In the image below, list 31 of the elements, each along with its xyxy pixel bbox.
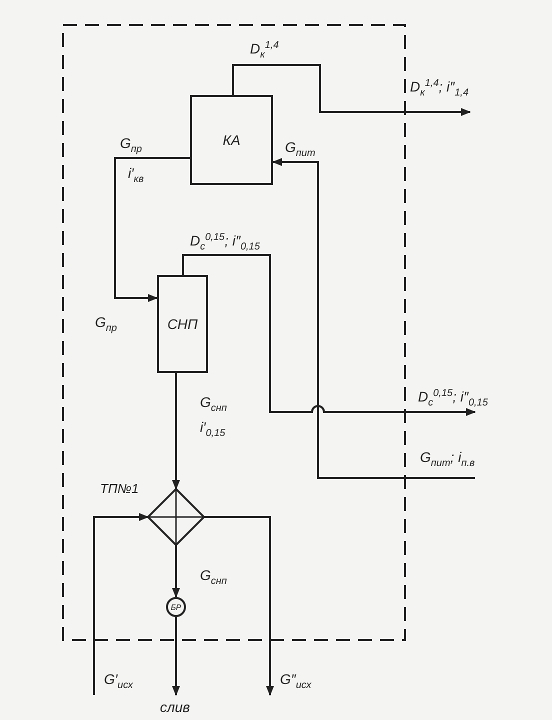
- process-box: [157, 275, 208, 373]
- edge-label: D$_{к}$$^{1,4}$; i″$_{1,4}$: [410, 78, 469, 98]
- node-label: КА: [222, 132, 240, 148]
- tank-circle: [166, 597, 186, 617]
- node-label: БР: [170, 602, 182, 612]
- flow-arrow: [182, 254, 476, 416]
- flow-arrow: [114, 157, 190, 302]
- edge-label: D$_{с}$$^{0,15}$; i″$_{0,15}$: [418, 388, 488, 408]
- flow-label: i′$_{кв}$: [128, 166, 144, 185]
- flow-arrow: [93, 513, 149, 695]
- flow-arrow: [204, 516, 274, 696]
- edge-label: G″$_{исх}$: [280, 672, 312, 691]
- edge-label: G$_{снп}$: [200, 395, 227, 414]
- edge-label: G′$_{исх}$: [104, 672, 133, 691]
- edge-label: G$_{пр}$: [120, 136, 142, 155]
- flow-arrow: [272, 158, 475, 479]
- flow-arrow: [172, 617, 180, 696]
- flow-label: G$_{пит}$: [285, 140, 316, 159]
- flow-label: i′$_{0,15}$: [200, 420, 226, 439]
- heat-exchanger-diamond: [100, 482, 204, 545]
- process-box: [190, 95, 273, 185]
- flow-arrow: [172, 373, 180, 490]
- flow-arrow: [172, 545, 180, 598]
- node-label: ТП№1: [100, 482, 139, 496]
- edge-label: G$_{снп}$: [200, 568, 227, 587]
- flow-label: D$_{с}$$^{0,15}$; i″$_{0,15}$: [190, 232, 260, 252]
- flow-label: G$_{пр}$: [95, 315, 117, 334]
- flow-arrow: [232, 64, 471, 116]
- node-label: СНП: [167, 316, 198, 332]
- edge-label: слив: [160, 700, 190, 716]
- edge-label: G$_{пит}$; i$_{п.в}$: [420, 450, 475, 469]
